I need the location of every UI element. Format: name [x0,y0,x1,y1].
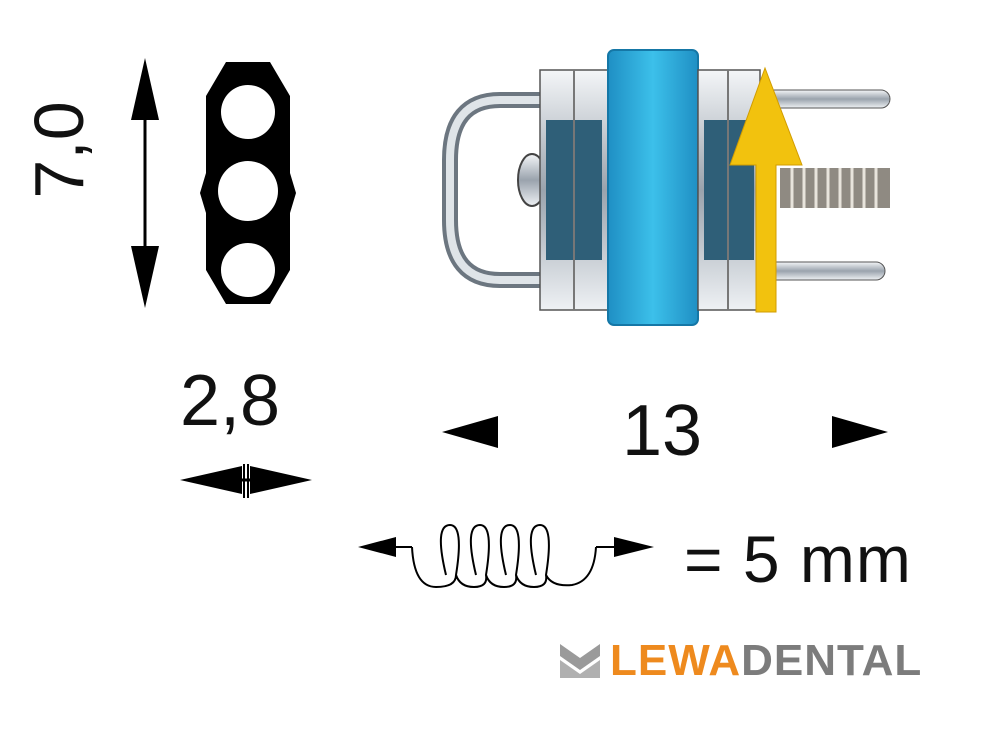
logo-text-dental: DENTAL [741,636,923,685]
length-right-arrow-icon [832,416,888,448]
width-dimension-label: 2,8 [180,361,281,441]
logo-chevron-icon [560,644,600,678]
length-dimension-label: 13 [622,391,703,471]
expansion-screw-illustration [442,49,891,326]
length-left-arrow-icon [442,416,498,448]
spring-coil-icon [358,523,654,589]
lewadental-logo: LEWA DENTAL [560,636,922,686]
height-dimension-label: 7,0 [20,101,98,199]
vertical-double-arrow-icon [131,58,159,308]
spring-legend-text: = 5 mm [684,522,912,596]
logo-text-lewa: LEWA [610,636,742,685]
cross-section-profile-icon [200,62,296,304]
horizontal-double-arrow-icon [180,464,312,498]
